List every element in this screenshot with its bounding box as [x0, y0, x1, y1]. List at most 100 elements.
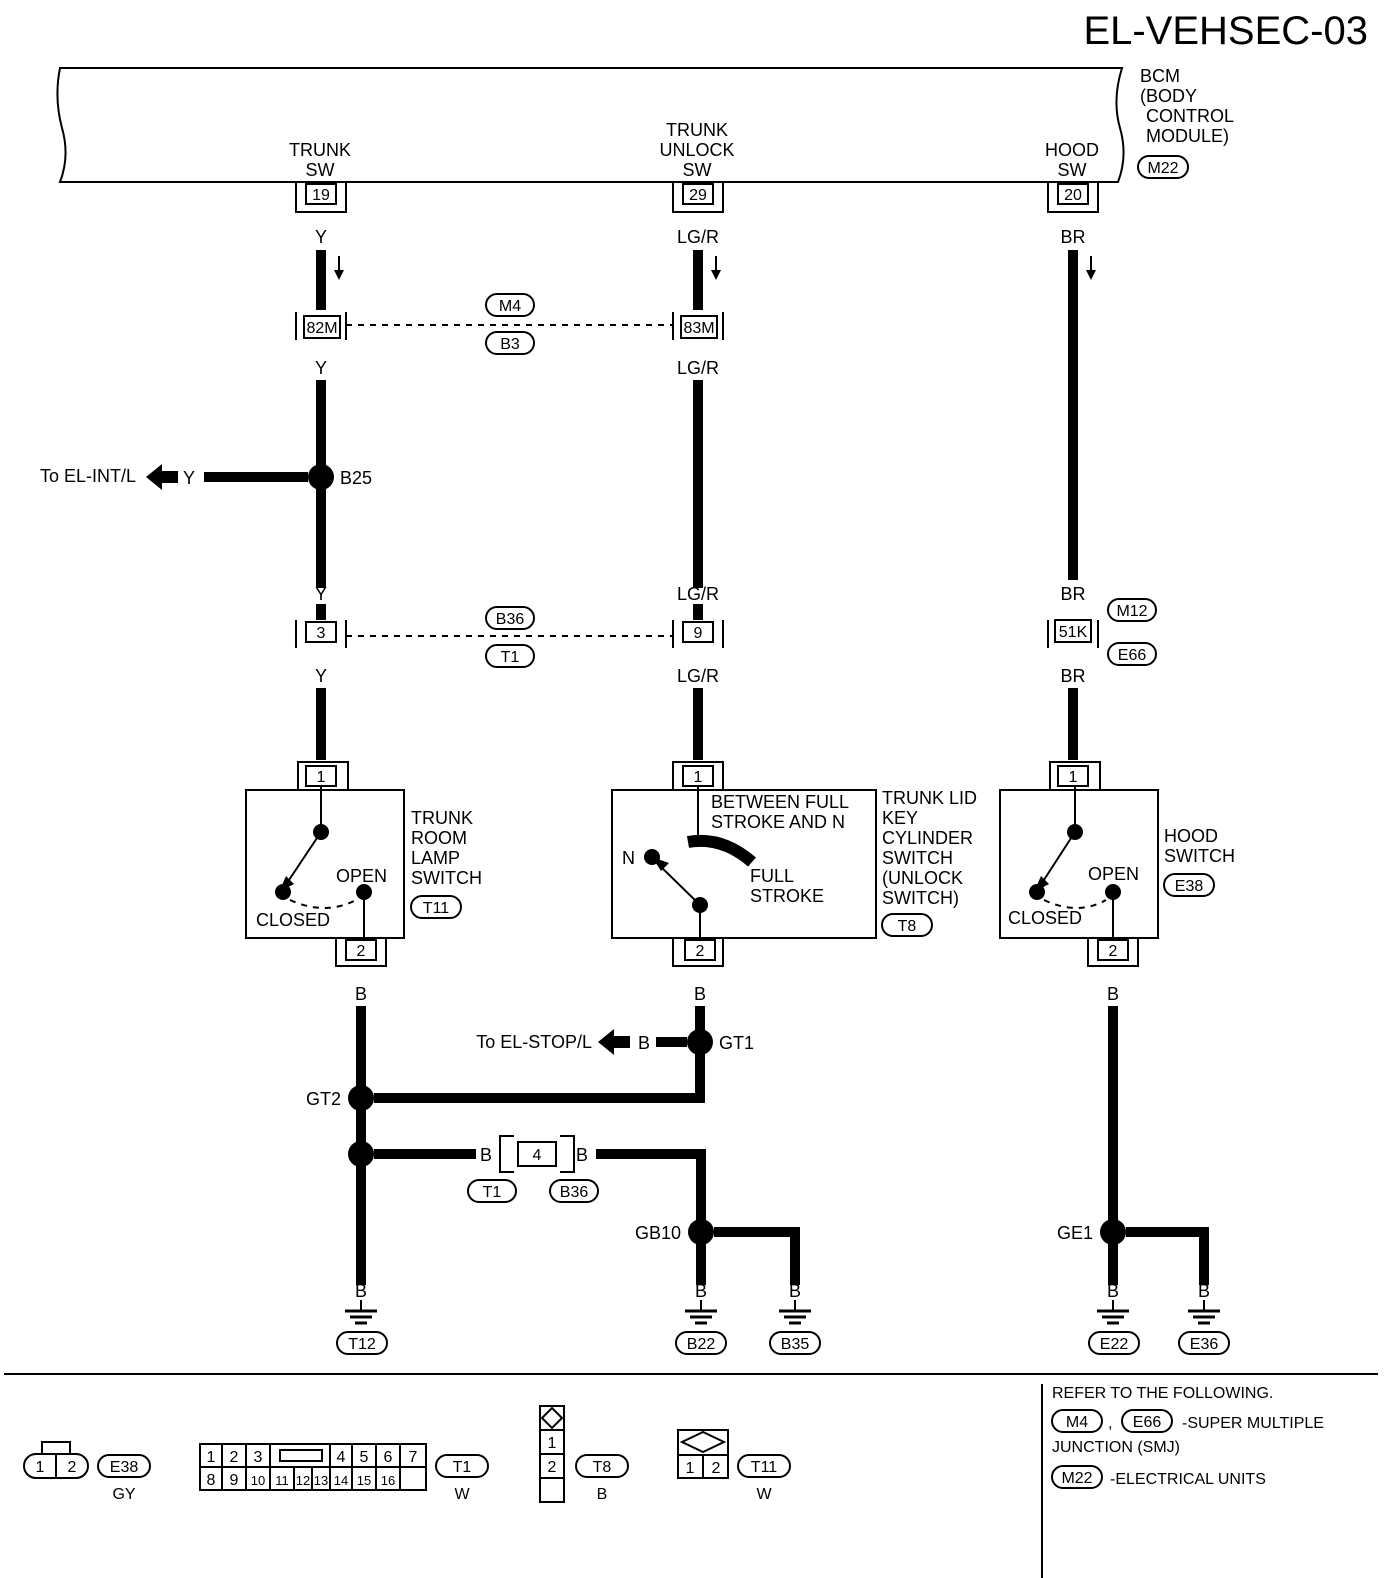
legend-t8: 1 2 T8 B	[539, 1405, 629, 1503]
pin-29: 29	[689, 187, 707, 204]
legend-t11-pin2: 2	[712, 1460, 721, 1477]
connector-9: 9	[694, 625, 703, 642]
wire-color-br-3: BR	[1060, 666, 1085, 686]
hood-switch: 1 OPEN CLOSED HOOD SWITCH E38 2	[999, 761, 1235, 967]
reference-conn-e66: E66	[1133, 1414, 1162, 1431]
legend-t8-pin1: 1	[548, 1435, 557, 1452]
wire-color-y-4: Y	[315, 666, 327, 686]
legend-e38-pin1: 1	[36, 1459, 45, 1476]
wire-color-lgr-1: LG/R	[677, 227, 719, 247]
bcm-pin-trunk-unlock-label-1: TRUNK	[666, 120, 728, 140]
reference-heading: REFER TO THE FOLLOWING.	[1052, 1385, 1273, 1402]
legend-t1: 1 2 3 4 5 6 7 8 9 10 11 12 13 14 15 16 T…	[199, 1443, 489, 1503]
legend-t1-p13: 13	[314, 1473, 328, 1488]
connector-m12: M12	[1116, 603, 1147, 620]
connector-b3: B3	[500, 336, 520, 353]
connector-b36-bottom: B36	[560, 1184, 589, 1201]
wire-color-b-2: B	[694, 984, 706, 1004]
trunk-room-open: OPEN	[336, 866, 387, 886]
connector-3: 3	[317, 625, 326, 642]
wire-color-lgr-2: LG/R	[677, 358, 719, 378]
key-cyl-label-6: SWITCH)	[882, 888, 959, 908]
legend-t1-p11: 11	[275, 1473, 289, 1488]
reference-smj-line2: JUNCTION (SMJ)	[1052, 1439, 1180, 1456]
trunk-room-pin1: 1	[317, 769, 326, 786]
key-cyl-full-2: STROKE	[750, 886, 824, 906]
wire-color-b-t1-left: B	[480, 1145, 492, 1165]
connector-t1-bottom: T1	[483, 1184, 502, 1201]
legend-e38-connector: E38	[110, 1459, 139, 1476]
legend-t1-p6: 6	[384, 1449, 393, 1466]
gnd-e22-wire: B	[1107, 1281, 1119, 1301]
key-cyl-label-4: SWITCH	[882, 848, 953, 868]
ground-e22: E22	[1100, 1336, 1129, 1353]
hood-pin1: 1	[1069, 769, 1078, 786]
reference-sep: ,	[1108, 1415, 1112, 1432]
ground-wiring: B GT2 B 4 B T1 B36 B GT1 B To EL-STOP/L …	[306, 984, 1209, 1285]
legend-t1-p15: 15	[357, 1473, 371, 1488]
key-cyl-n: N	[622, 848, 635, 868]
connector-51k: 51K	[1059, 624, 1088, 641]
junction-gb10	[688, 1219, 714, 1245]
wire-color-y-int: Y	[183, 468, 195, 488]
key-cyl-label-2: KEY	[882, 808, 918, 828]
bcm-pin-connectors: 19 29 20	[295, 182, 1099, 213]
connector-t1-top: T1	[501, 649, 520, 666]
bcm-connector: M22	[1147, 160, 1178, 177]
link-b36-t1: B36 T1	[346, 606, 673, 668]
junction-b25	[308, 464, 334, 490]
trunk-room-label-4: SWITCH	[411, 868, 482, 888]
bcm-pin-hood-sw-label-2: SW	[1058, 160, 1087, 180]
ground-b35: B35	[781, 1336, 810, 1353]
legend-t1-p16: 16	[381, 1473, 395, 1488]
trunk-sw-circuit: Y 82M Y B25 Y To EL-INT/L Y 3 Y	[40, 227, 372, 760]
arrow-to-stop	[598, 1029, 630, 1055]
connector-83m: 83M	[683, 320, 714, 337]
pin-19: 19	[312, 187, 330, 204]
reference-notes: REFER TO THE FOLLOWING. M4 , E66 -SUPER …	[1051, 1385, 1324, 1489]
connector-m4: M4	[499, 298, 521, 315]
key-cylinder-switch: 1 N BETWEEN FULL STROKE AND N FULL STROK…	[611, 761, 977, 967]
ground-symbols: B T12 B B22 B B35 B E22 B E36	[336, 1281, 1230, 1355]
diagram-id: EL-VEHSEC-03	[1083, 9, 1368, 53]
junction-gt1-label: GT1	[719, 1033, 754, 1053]
legend-t1-p8: 8	[207, 1472, 216, 1489]
connector-e66: E66	[1118, 647, 1147, 664]
trunk-room-label-1: TRUNK	[411, 808, 473, 828]
key-cyl-full-1: FULL	[750, 866, 794, 886]
trunk-unlock-circuit: LG/R 83M LG/R LG/R 9 LG/R	[672, 227, 724, 760]
junction-gt2	[348, 1085, 374, 1111]
legend-t1-p14: 14	[334, 1473, 348, 1488]
wire-color-y-1: Y	[315, 227, 327, 247]
key-cyl-between-1: BETWEEN FULL	[711, 792, 849, 812]
gnd-b35-wire: B	[789, 1281, 801, 1301]
bcm-label-1: BCM	[1140, 66, 1180, 86]
legend-e38: 1 2 E38 GY	[23, 1441, 151, 1503]
legend-t1-p1: 1	[207, 1449, 216, 1466]
legend-t1-p3: 3	[254, 1449, 263, 1466]
legend-t8-color: B	[597, 1486, 608, 1503]
bcm-module: BCM (BODY CONTROL MODULE) M22 TRUNK SW T…	[56, 66, 1234, 183]
trunk-room-closed: CLOSED	[256, 910, 330, 930]
legend-t11-color: W	[756, 1486, 772, 1503]
trunk-room-pin2: 2	[357, 943, 366, 960]
trunk-room-label-3: LAMP	[411, 848, 460, 868]
legend-t11-connector: T11	[751, 1459, 777, 1476]
ground-b22: B22	[687, 1336, 716, 1353]
junction-ge1-label: GE1	[1057, 1223, 1093, 1243]
junction-gt2-label: GT2	[306, 1089, 341, 1109]
wire-color-lgr-3: LG/R	[677, 584, 719, 604]
bcm-label-3: CONTROL	[1146, 106, 1234, 126]
smj-link-m4-b3: M4 B3	[346, 293, 673, 355]
ref-to-int: To EL-INT/L	[40, 466, 136, 486]
legend-t1-p10: 10	[251, 1473, 265, 1488]
gnd-e36-wire: B	[1198, 1281, 1210, 1301]
bcm-pin-trunk-sw-label-1: TRUNK	[289, 140, 351, 160]
hood-pin2: 2	[1109, 943, 1118, 960]
key-cyl-between-2: STROKE AND N	[711, 812, 845, 832]
legend-t8-pin2: 2	[548, 1459, 557, 1476]
hood-sw-circuit: BR BR 51K M12 E66 BR	[1047, 227, 1157, 760]
junction-gt1	[687, 1029, 713, 1055]
hood-open: OPEN	[1088, 864, 1139, 884]
